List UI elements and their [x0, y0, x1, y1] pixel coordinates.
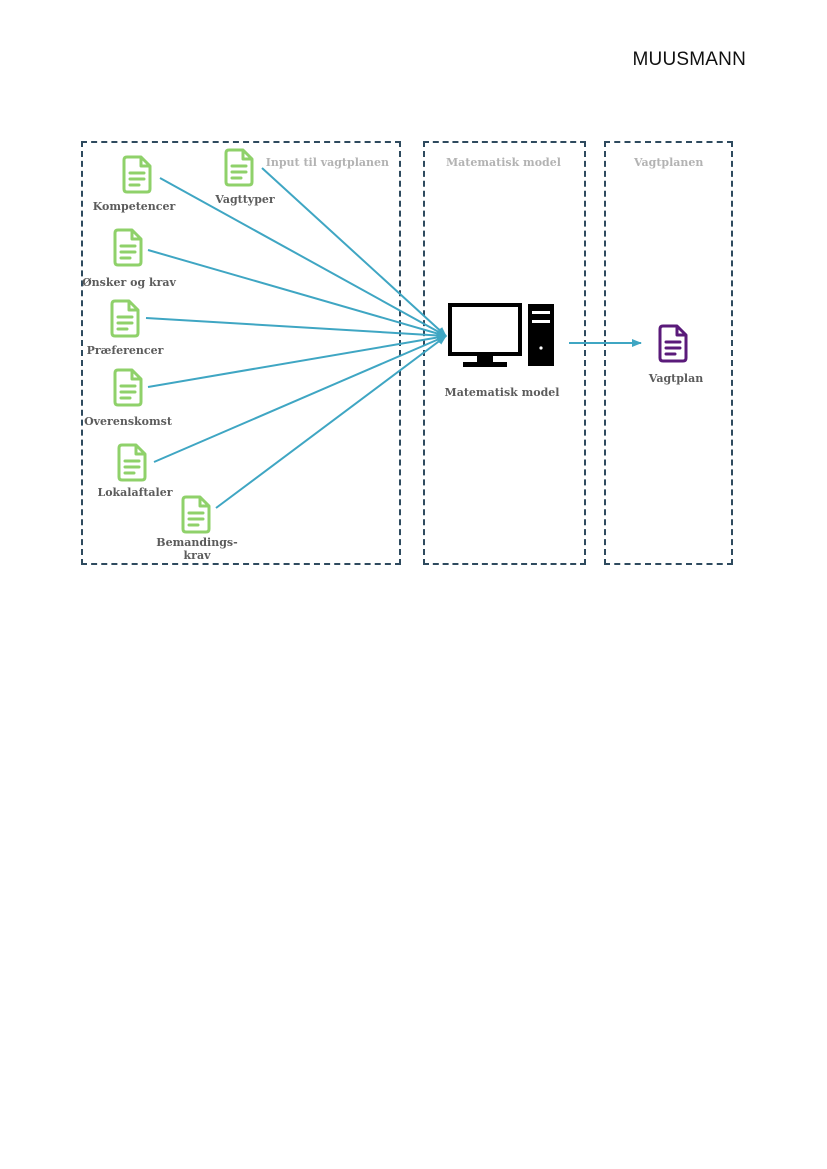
document-icon: [181, 495, 211, 534]
brand-logo: MUUSMANN: [632, 49, 746, 70]
label-overenskomst: Overenskomst: [84, 415, 172, 428]
arrow-lokalaftaler: [153, 335, 447, 463]
computer-icon: [448, 303, 554, 367]
document-icon: [117, 443, 147, 482]
label-vagttyper: Vagttyper: [215, 193, 275, 206]
plan-panel: Vagtplanen: [604, 141, 733, 565]
plan-panel-title: Vagtplanen: [634, 156, 704, 169]
model-panel-title: Matematisk model: [446, 156, 561, 169]
arrow-bemandingskrav: [215, 335, 447, 509]
label-bemandingskrav: Bemandings- krav: [156, 536, 237, 562]
label-bemandingskrav-line2: krav: [183, 549, 211, 562]
output-icon: [658, 324, 688, 363]
label-praeferencer: Præferencer: [86, 344, 164, 357]
document-icon: [122, 155, 152, 194]
arrow-praeferencer: [145, 317, 447, 340]
arrow-onsker-og-krav: [147, 249, 447, 338]
input-panel-title: Input til vagtplanen: [265, 156, 389, 169]
label-vagtplan: Vagtplan: [648, 372, 704, 385]
label-onsker-og-krav: Ønsker og krav: [82, 276, 176, 289]
document-icon: [658, 324, 688, 363]
document-icon: [113, 228, 143, 267]
document-icon: [224, 148, 254, 187]
label-lokalaftaler: Lokalaftaler: [97, 486, 173, 499]
document-icon: [113, 368, 143, 407]
label-kompetencer: Kompetencer: [92, 200, 176, 213]
arrow-vagttyper: [261, 167, 447, 337]
input-panel: Input til vagtplanen: [81, 141, 401, 565]
arrow-overenskomst: [147, 333, 447, 388]
document-icon: [110, 299, 140, 338]
arrow-kompetencer: [159, 177, 447, 337]
input-arrows: [145, 167, 447, 509]
label-matematisk-model: Matematisk model: [444, 386, 560, 399]
label-bemandingskrav-line1: Bemandings-: [156, 536, 238, 549]
